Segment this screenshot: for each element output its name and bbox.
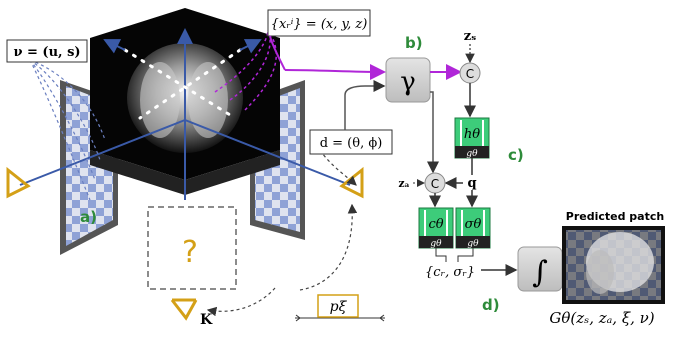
step-d-label: d) — [482, 296, 500, 314]
sigma-out-line — [457, 248, 474, 262]
dir-to-gamma-line — [344, 80, 386, 130]
pose-arrow — [299, 203, 358, 291]
sigma-theta-label: σθ — [465, 217, 482, 232]
points-box — [267, 9, 371, 37]
h-theta-network — [454, 117, 490, 159]
concat-bottom-label: C — [431, 177, 439, 191]
outputs-label: {cᵣ, σᵣ} — [425, 265, 475, 280]
gamma-box — [385, 57, 431, 103]
points-label: {xᵣⁱ} = (x, y, z) — [271, 17, 368, 32]
pose-arrow-k — [206, 287, 276, 317]
pose-distribution-label: pξ — [330, 299, 348, 315]
sigma-g-theta-label: gθ — [467, 239, 479, 249]
unknown-view-box — [147, 206, 237, 290]
zs-label: zₛ — [464, 29, 477, 44]
points-to-gamma-arrow — [284, 63, 386, 80]
step-c-label: c) — [508, 146, 524, 164]
predicted-patch-title: Predicted patch — [566, 210, 664, 223]
c-theta-label: cθ — [428, 217, 443, 232]
step-a-label: a) — [80, 208, 97, 226]
concat-top-label: C — [466, 67, 474, 81]
ray-param-label: ν = (u, s) — [13, 45, 80, 60]
dir-arrow — [319, 149, 357, 186]
sigma-theta-network — [455, 207, 491, 249]
pose-distribution — [295, 294, 385, 322]
nu-fan-lines — [29, 59, 106, 201]
c-out-line — [435, 248, 447, 262]
unknown-view-mark: ? — [182, 235, 198, 270]
za-label: zₐ — [398, 177, 409, 190]
direction-box — [309, 129, 393, 155]
gamma-label: γ — [400, 67, 416, 97]
c-g-theta-label: gθ — [430, 239, 442, 249]
h-theta-label: hθ — [464, 127, 480, 142]
c-theta-network — [418, 207, 454, 249]
h-g-theta-label: gθ — [466, 149, 478, 159]
generator-formula: Gθ(zₛ, zₐ, ξ, ν) — [549, 309, 654, 327]
camera-left-icon — [6, 166, 31, 199]
predicted-patch-image — [562, 226, 665, 304]
camera-k-icon — [170, 298, 198, 321]
camera-k-label: K — [200, 312, 213, 328]
direction-label: d = (θ, ϕ) — [320, 136, 383, 151]
ray-param-box — [6, 39, 88, 63]
camera-right-icon — [339, 166, 364, 199]
coordinate-axes — [19, 28, 351, 200]
points-to-gamma-curve — [269, 35, 286, 71]
q-label: q — [467, 176, 476, 191]
integral-label: ∫ — [532, 255, 548, 290]
step-b-label: b) — [405, 34, 423, 52]
gamma-to-concat-bottom — [427, 91, 439, 174]
